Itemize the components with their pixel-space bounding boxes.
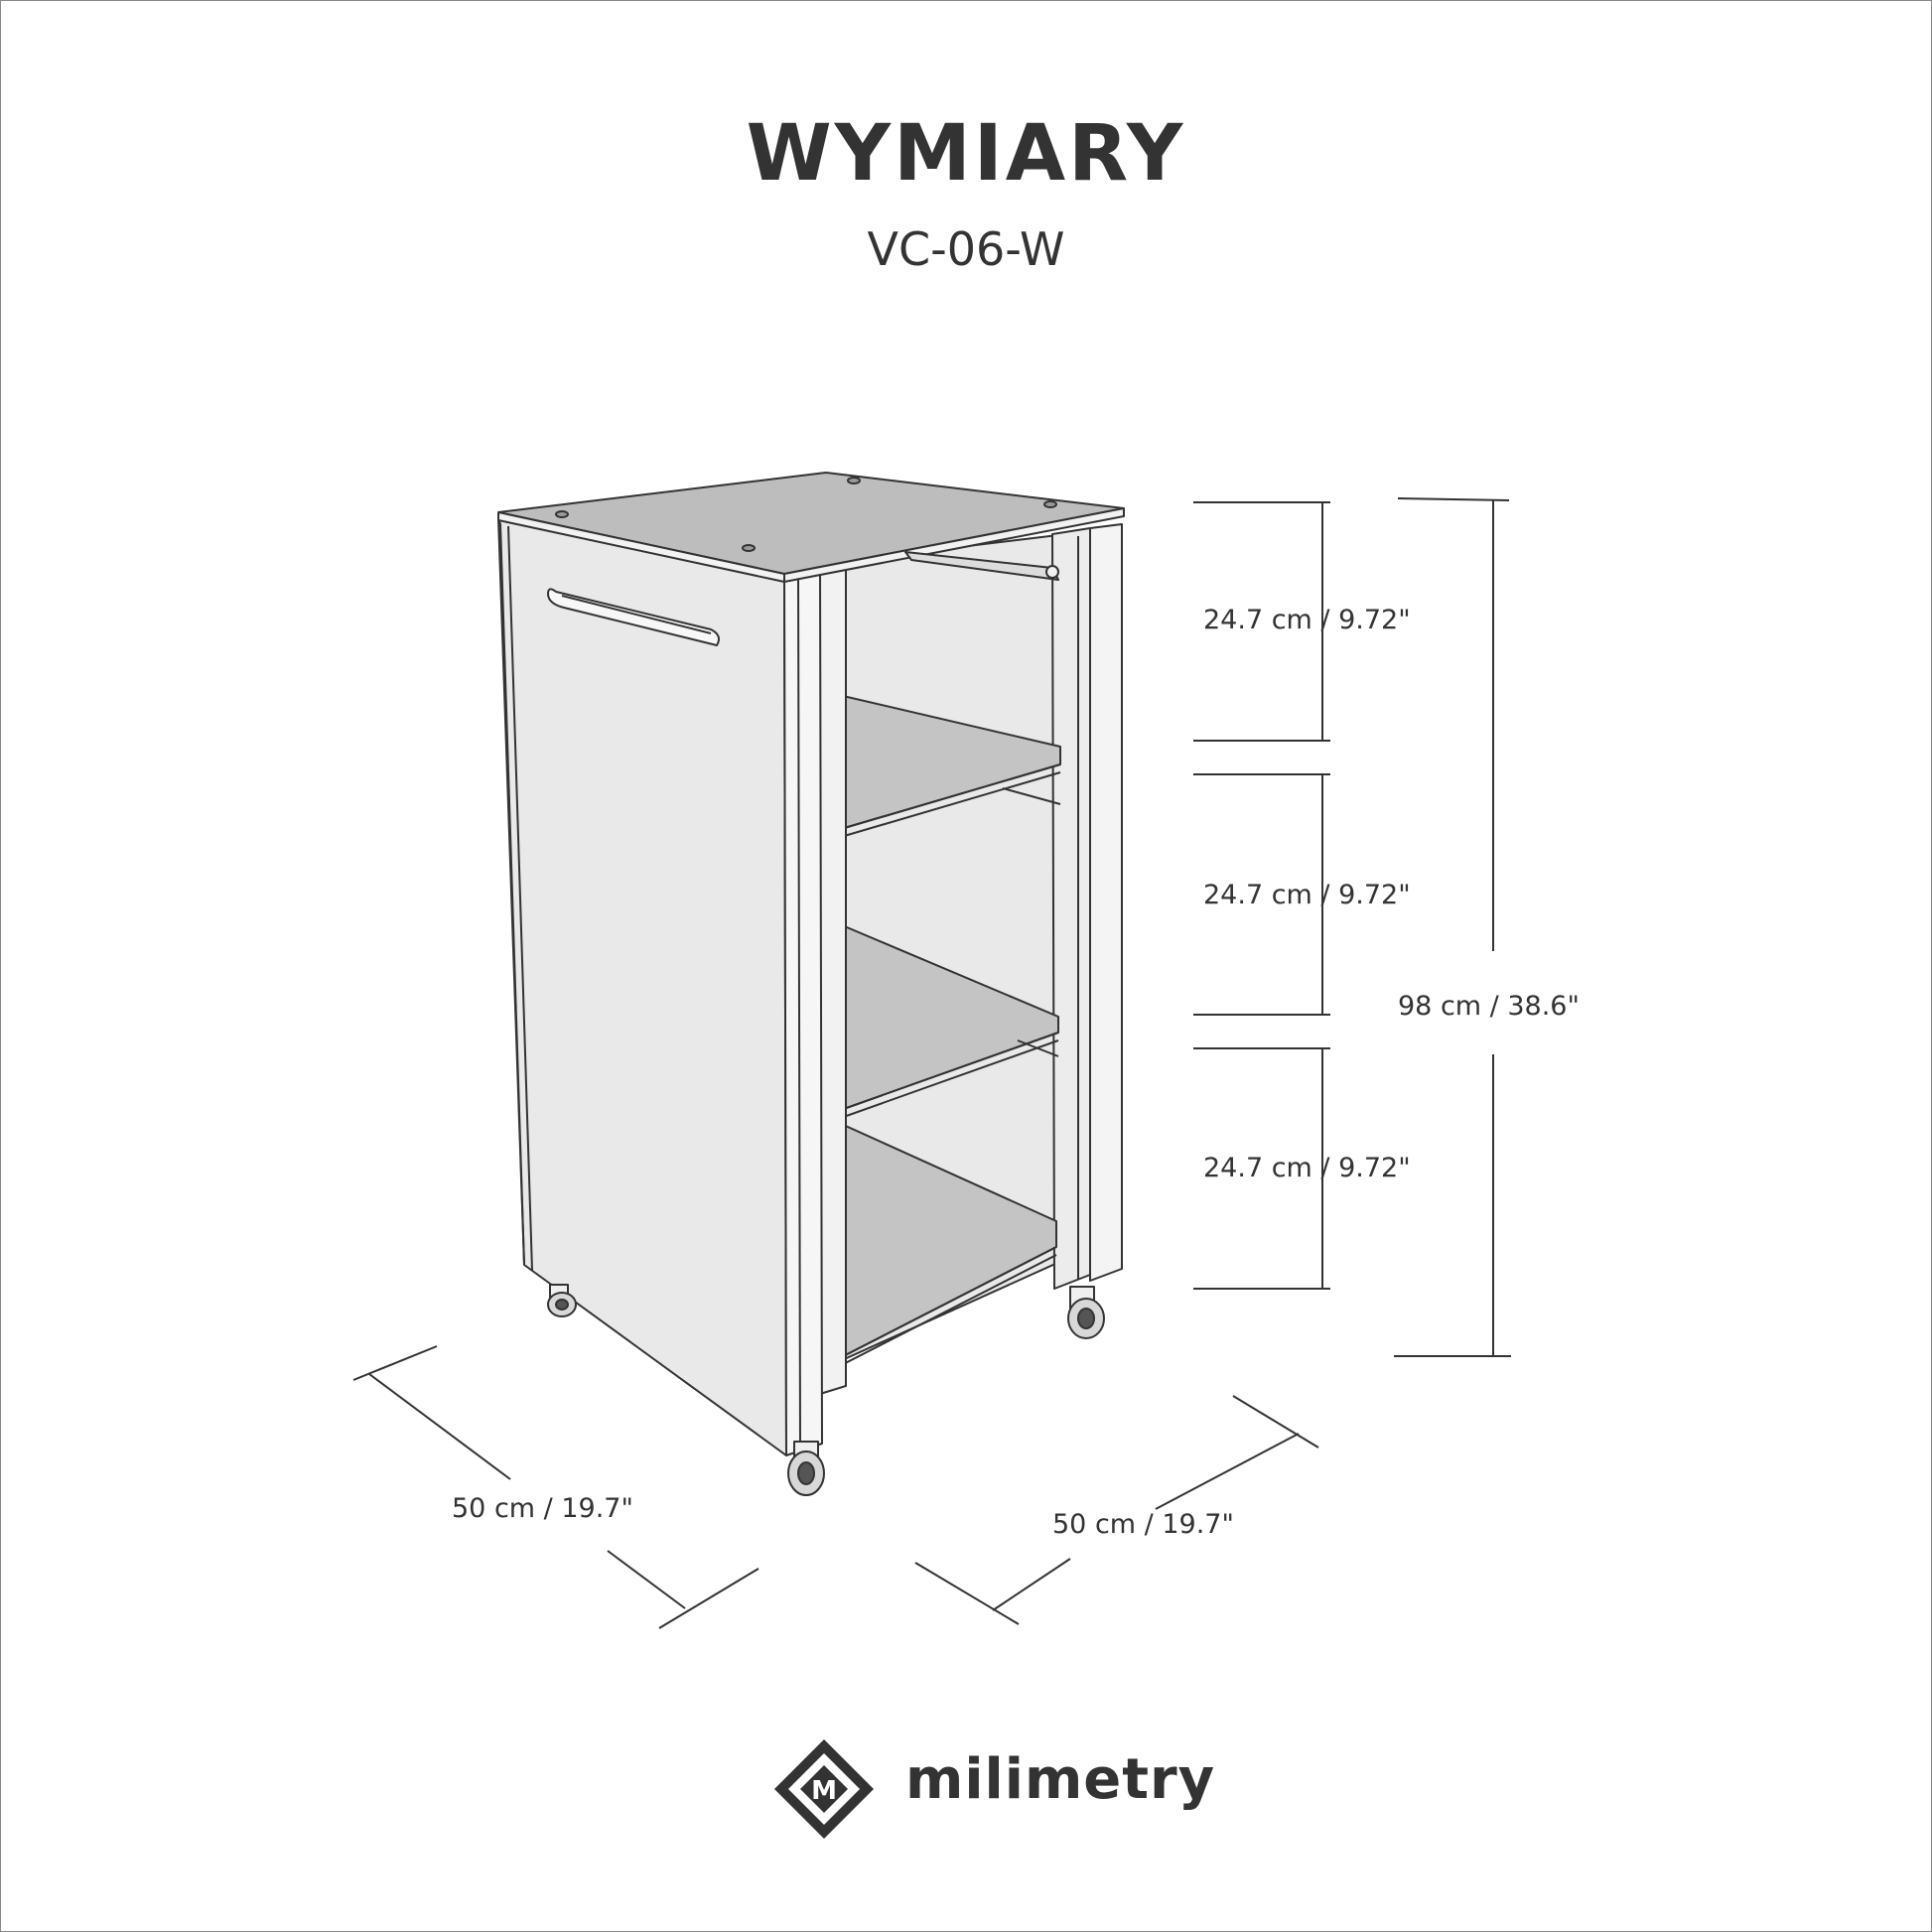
right-rear-post (1051, 527, 1091, 1290)
shelf-gap-1-label: 24.7 cm / 9.72" (1203, 605, 1411, 635)
page-title: WYMIARY (746, 109, 1186, 199)
product-code: VC-06-W (867, 222, 1065, 276)
width-label: 50 cm / 19.7" (1052, 1509, 1234, 1540)
rear-rail (904, 551, 1059, 581)
right-rear-post-face (1089, 523, 1123, 1282)
left-side-panel (497, 517, 787, 1456)
caster-front (787, 1441, 825, 1496)
logo-letter: M (811, 1776, 837, 1806)
shelf-gap-2-label: 24.7 cm / 9.72" (1203, 880, 1411, 910)
caster-back-right (1067, 1286, 1105, 1339)
height-dim-top (1397, 497, 1510, 501)
total-height-label: 98 cm / 38.6" (1398, 991, 1580, 1022)
depth-label: 50 cm / 19.7" (452, 1493, 633, 1524)
front-post (783, 565, 823, 1456)
caster-back-left (547, 1284, 577, 1317)
front-inner-post (819, 561, 847, 1395)
top-board-edge-right (783, 507, 1125, 583)
shelf-gap-3-label: 24.7 cm / 9.72" (1203, 1153, 1411, 1183)
milimetry-logo-icon: M (774, 1739, 874, 1839)
brand-name: milimetry (905, 1747, 1216, 1812)
